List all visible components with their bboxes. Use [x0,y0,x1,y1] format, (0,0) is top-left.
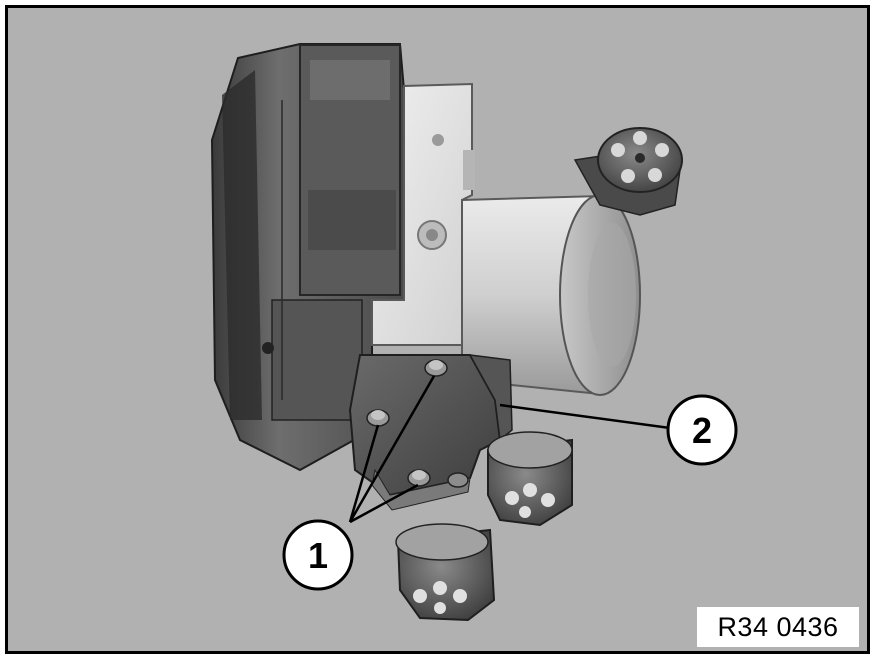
callout-2: 2 [666,394,738,466]
leader-lines [348,375,671,524]
leader-line-1a [348,424,380,523]
bracket [348,354,513,511]
leader-line-2 [499,403,671,430]
pump-motor [461,194,641,396]
bolt [424,359,448,377]
lower-mount-left [395,523,496,622]
bolt [366,409,390,427]
upper-mount [573,127,683,216]
reference-code: R34 0436 [697,607,859,647]
bolt [447,472,469,488]
bolt [407,469,431,487]
leader-line-1c [349,483,419,524]
callout-2-label: 2 [692,410,712,451]
leader-line-1b [348,375,436,523]
control-module [210,43,405,472]
callout-1-label: 1 [308,535,328,576]
callout-1: 1 [282,519,354,591]
lower-mount-right [487,431,573,527]
